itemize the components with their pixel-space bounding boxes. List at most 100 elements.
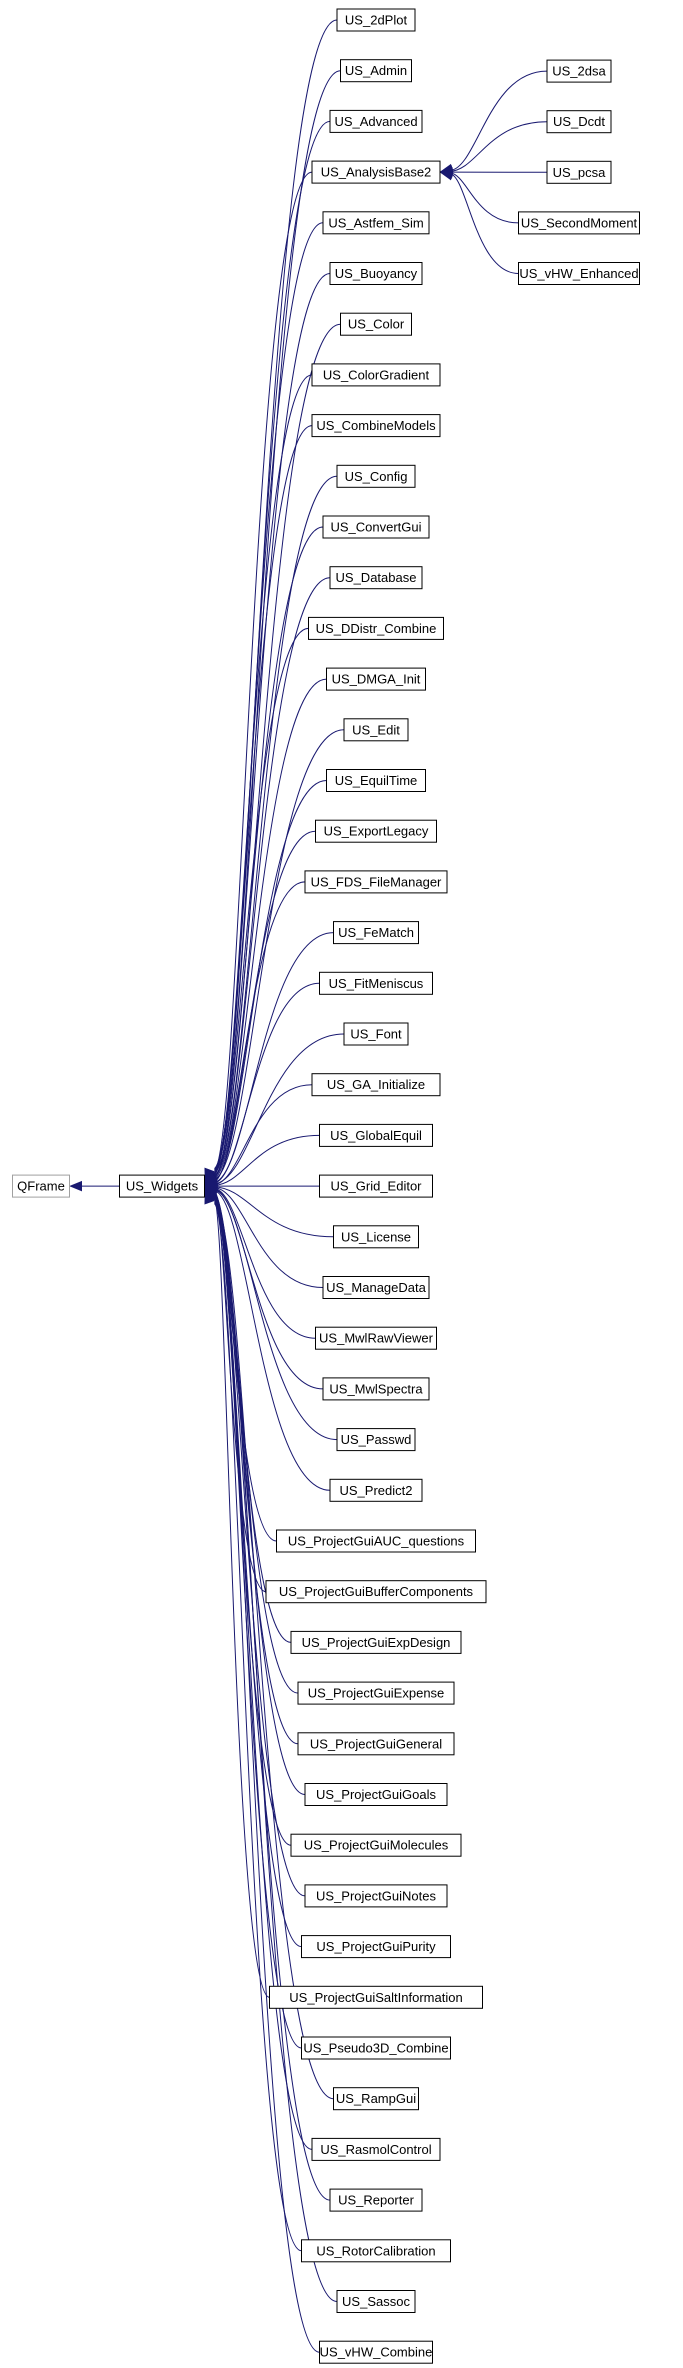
node-box-US_AnalysisBase2[interactable] (311, 160, 441, 184)
node-US_CombineModels[interactable]: US_CombineModels (311, 414, 441, 438)
node-US_Font[interactable]: US_Font (343, 1022, 409, 1046)
node-US_License[interactable]: US_License (333, 1225, 419, 1249)
node-box-US_ProjectGuiExpense[interactable] (297, 1681, 455, 1705)
node-box-US_License[interactable] (333, 1225, 419, 1249)
node-box-US_CombineModels[interactable] (311, 414, 441, 438)
node-US_ProjectGuiExpense[interactable]: US_ProjectGuiExpense (297, 1681, 455, 1705)
node-US_Admin[interactable]: US_Admin (340, 59, 412, 83)
node-box-US_RampGui[interactable] (333, 2087, 419, 2111)
node-US_ExportLegacy[interactable]: US_ExportLegacy (315, 819, 437, 843)
node-US_ProjectGuiMolecules[interactable]: US_ProjectGuiMolecules (290, 1833, 462, 1857)
node-box-US_Font[interactable] (343, 1022, 409, 1046)
node-box-US_Passwd[interactable] (336, 1428, 416, 1452)
node-box-US_ProjectGuiBufferComponents[interactable] (265, 1580, 487, 1604)
node-box-US_EquilTime[interactable] (326, 769, 426, 792)
node-US_ProjectGuiGoals[interactable]: US_ProjectGuiGoals (304, 1783, 448, 1806)
node-box-US_DDistr_Combine[interactable] (308, 616, 444, 640)
node-US_ProjectGuiAUC_questions[interactable]: US_ProjectGuiAUC_questions (276, 1529, 476, 1553)
node-US_RotorCalibration[interactable]: US_RotorCalibration (301, 2239, 451, 2263)
node-US_ColorGradient[interactable]: US_ColorGradient (311, 363, 441, 387)
node-box-US_ProjectGuiNotes[interactable] (304, 1884, 448, 1908)
node-box-US_ProjectGuiPurity[interactable] (301, 1935, 451, 1959)
node-box-US_ProjectGuiGoals[interactable] (304, 1783, 448, 1806)
node-box-US_FitMeniscus[interactable] (319, 971, 433, 995)
node-box-US_vHW_Enhanced[interactable] (518, 262, 640, 285)
node-US_Color[interactable]: US_Color (340, 312, 412, 336)
node-US_FitMeniscus[interactable]: US_FitMeniscus (319, 971, 433, 995)
node-box-US_Color[interactable] (340, 312, 412, 336)
node-box-US_ProjectGuiMolecules[interactable] (290, 1833, 462, 1857)
node-US_Predict2[interactable]: US_Predict2 (329, 1478, 423, 1502)
node-box-US_GlobalEquil[interactable] (319, 1123, 433, 1147)
node-US_Edit[interactable]: US_Edit (343, 718, 409, 742)
node-box-US_Reporter[interactable] (329, 2188, 423, 2212)
node-US_FeMatch[interactable]: US_FeMatch (333, 921, 419, 945)
node-US_ProjectGuiSaltInformation[interactable]: US_ProjectGuiSaltInformation (269, 1985, 483, 2009)
node-US_FDS_FileManager[interactable]: US_FDS_FileManager (304, 870, 448, 894)
node-box-US_MwlSpectra[interactable] (322, 1377, 430, 1401)
node-US_pcsa[interactable]: US_pcsa (546, 160, 612, 184)
node-US_MwlRawViewer[interactable]: US_MwlRawViewer (315, 1326, 437, 1350)
node-US_SecondMoment[interactable]: US_SecondMoment (518, 211, 640, 235)
node-box-US_GA_Initialize[interactable] (311, 1073, 441, 1097)
node-US_Widgets[interactable]: US_Widgets (119, 1174, 205, 1198)
node-US_Sassoc[interactable]: US_Sassoc (336, 2290, 416, 2313)
node-box-US_ProjectGuiExpDesign[interactable] (290, 1630, 462, 1654)
node-box-US_Pseudo3D_Combine[interactable] (301, 2036, 451, 2060)
node-box-US_2dPlot[interactable] (336, 8, 416, 32)
node-box-US_Edit[interactable] (343, 718, 409, 742)
node-box-US_ExportLegacy[interactable] (315, 819, 437, 843)
node-US_2dsa[interactable]: US_2dsa (546, 59, 612, 83)
node-box-US_RasmolControl[interactable] (311, 2137, 441, 2161)
node-QFrame[interactable]: QFrame (12, 1174, 70, 1198)
node-box-US_MwlRawViewer[interactable] (315, 1326, 437, 1350)
node-US_ConvertGui[interactable]: US_ConvertGui (322, 515, 430, 539)
node-box-US_2dsa[interactable] (546, 59, 612, 83)
node-US_DDistr_Combine[interactable]: US_DDistr_Combine (308, 616, 444, 640)
node-US_ProjectGuiPurity[interactable]: US_ProjectGuiPurity (301, 1935, 451, 1959)
node-box-US_Dcdt[interactable] (546, 110, 612, 134)
node-US_Astfem_Sim[interactable]: US_Astfem_Sim (322, 211, 430, 235)
node-box-US_SecondMoment[interactable] (518, 211, 640, 235)
node-US_vHW_Combine[interactable]: US_vHW_Combine (319, 2340, 433, 2364)
node-US_Pseudo3D_Combine[interactable]: US_Pseudo3D_Combine (301, 2036, 451, 2060)
node-US_RasmolControl[interactable]: US_RasmolControl (311, 2137, 441, 2161)
node-box-US_ConvertGui[interactable] (322, 515, 430, 539)
node-US_ManageData[interactable]: US_ManageData (322, 1276, 430, 1299)
node-US_ProjectGuiBufferComponents[interactable]: US_ProjectGuiBufferComponents (265, 1580, 487, 1604)
node-box-US_Buoyancy[interactable] (329, 262, 423, 285)
node-box-US_ColorGradient[interactable] (311, 363, 441, 387)
node-box-US_ProjectGuiSaltInformation[interactable] (269, 1985, 483, 2009)
node-US_EquilTime[interactable]: US_EquilTime (326, 769, 426, 792)
node-US_AnalysisBase2[interactable]: US_AnalysisBase2 (311, 160, 441, 184)
node-US_GlobalEquil[interactable]: US_GlobalEquil (319, 1123, 433, 1147)
node-box-QFrame[interactable] (12, 1174, 70, 1198)
node-US_ProjectGuiNotes[interactable]: US_ProjectGuiNotes (304, 1884, 448, 1908)
node-US_Buoyancy[interactable]: US_Buoyancy (329, 262, 423, 285)
node-box-US_FDS_FileManager[interactable] (304, 870, 448, 894)
node-box-US_ProjectGuiGeneral[interactable] (297, 1732, 455, 1756)
node-US_Grid_Editor[interactable]: US_Grid_Editor (319, 1174, 433, 1198)
node-box-US_Config[interactable] (336, 464, 416, 488)
node-box-US_ManageData[interactable] (322, 1276, 430, 1299)
node-US_ProjectGuiGeneral[interactable]: US_ProjectGuiGeneral (297, 1732, 455, 1756)
node-US_ProjectGuiExpDesign[interactable]: US_ProjectGuiExpDesign (290, 1630, 462, 1654)
node-US_Reporter[interactable]: US_Reporter (329, 2188, 423, 2212)
node-US_Advanced[interactable]: US_Advanced (329, 109, 423, 133)
node-box-US_Advanced[interactable] (329, 109, 423, 133)
node-box-US_Predict2[interactable] (329, 1478, 423, 1502)
node-US_Config[interactable]: US_Config (336, 464, 416, 488)
node-box-US_DMGA_Init[interactable] (326, 667, 426, 691)
node-US_vHW_Enhanced[interactable]: US_vHW_Enhanced (518, 262, 640, 285)
node-US_Passwd[interactable]: US_Passwd (336, 1428, 416, 1452)
node-US_2dPlot[interactable]: US_2dPlot (336, 8, 416, 32)
node-box-US_vHW_Combine[interactable] (319, 2340, 433, 2364)
node-box-US_Admin[interactable] (340, 59, 412, 83)
node-US_Dcdt[interactable]: US_Dcdt (546, 110, 612, 134)
node-box-US_Sassoc[interactable] (336, 2290, 416, 2313)
node-box-US_Grid_Editor[interactable] (319, 1174, 433, 1198)
node-US_GA_Initialize[interactable]: US_GA_Initialize (311, 1073, 441, 1097)
node-box-US_Widgets[interactable] (119, 1174, 205, 1198)
node-box-US_Database[interactable] (329, 566, 423, 590)
node-US_DMGA_Init[interactable]: US_DMGA_Init (326, 667, 426, 691)
